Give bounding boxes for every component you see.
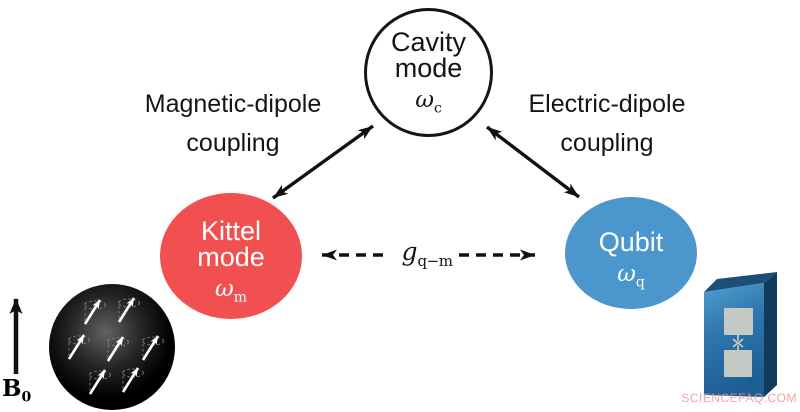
B-symbol: B xyxy=(2,375,22,402)
kittel-mode-node: Kittel mode ωm xyxy=(160,193,302,319)
qubit-frequency-symbol: ωq xyxy=(617,261,645,291)
magnetic-coupling-arrow xyxy=(272,124,374,200)
sphere-body xyxy=(49,284,175,410)
electric-coupling-arrow xyxy=(485,125,581,199)
omega-c-subscript: c xyxy=(433,100,442,117)
kittel-frequency-symbol: ωm xyxy=(215,276,247,306)
magnetic-field-label: B0 xyxy=(2,375,31,406)
magnetic-coupling-line1: Magnetic-dipole xyxy=(144,90,322,118)
electric-coupling-line2: coupling xyxy=(560,129,654,157)
omega-q-subscript: q xyxy=(635,274,645,291)
cavity-node-line2: mode xyxy=(394,52,463,83)
cavity-frequency-symbol: ωc xyxy=(415,87,442,117)
qubit-node-line1: Qubit xyxy=(598,227,664,258)
cavity-node-line1: Cavity xyxy=(390,26,466,57)
omega-c-symbol: ω xyxy=(415,86,434,113)
josephson-junction xyxy=(732,334,744,352)
omega-q-symbol: ω xyxy=(617,261,636,288)
kittel-node-line2: mode xyxy=(197,242,265,273)
chip-top-face xyxy=(704,272,777,292)
coupling-arrows xyxy=(272,124,581,200)
electric-coupling-line1: Electric-dipole xyxy=(528,90,686,118)
magnetic-coupling-line2: coupling xyxy=(186,129,280,157)
qubit-magnon-coupling-strength-label: gq−m xyxy=(390,237,464,270)
chip-side-face xyxy=(764,272,777,397)
qubit-pad-bottom xyxy=(724,350,752,377)
g-subscript: q−m xyxy=(417,252,453,270)
qubit-chip xyxy=(704,272,777,397)
electric-dipole-coupling-label: Electric-dipole coupling xyxy=(477,85,737,163)
omega-m-subscript: m xyxy=(233,289,248,306)
kittel-node-line1: Kittel xyxy=(200,216,262,247)
ferromagnetic-sphere xyxy=(49,284,175,410)
spin-arrows xyxy=(67,297,160,395)
qubit-node: Qubit ωq xyxy=(565,197,697,309)
omega-m-symbol: ω xyxy=(214,276,234,303)
magnetic-dipole-coupling-label: Magnetic-dipole coupling xyxy=(103,85,363,163)
g-symbol: g xyxy=(401,237,418,266)
cavity-mode-node: Cavity mode ωc xyxy=(364,8,493,137)
watermark: SCIENCEFAQ.COM xyxy=(681,391,797,405)
qubit-pad-top xyxy=(724,308,753,335)
B-subscript: 0 xyxy=(21,389,32,406)
